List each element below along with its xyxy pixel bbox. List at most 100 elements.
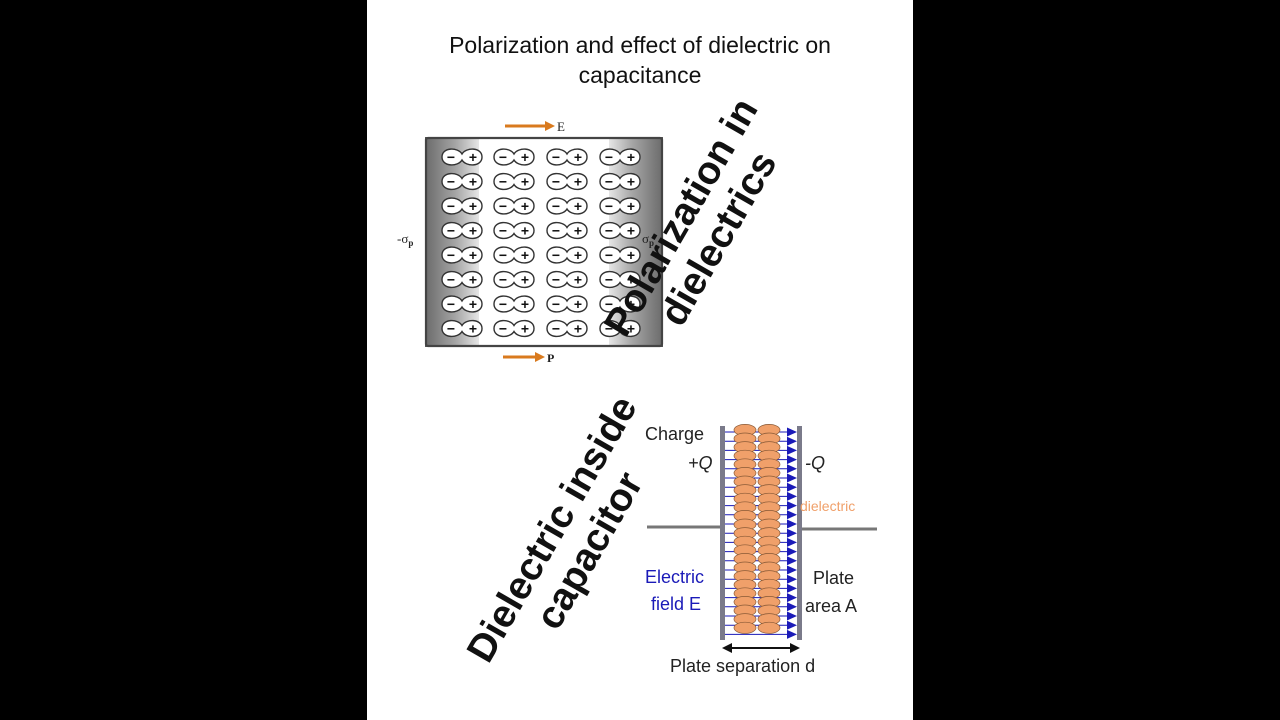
plus-sign: + (521, 247, 529, 263)
dipole: −+ (493, 172, 535, 191)
field-arrowhead (787, 510, 797, 520)
separation-label: Plate separation d (670, 656, 815, 676)
dipole: −+ (599, 319, 641, 338)
plus-sign: + (627, 223, 635, 239)
dipole: −+ (546, 197, 588, 215)
plus-sign: + (574, 174, 582, 190)
dipole: −+ (441, 148, 483, 166)
field-arrowhead (787, 611, 797, 621)
dipole: −+ (546, 172, 588, 191)
dipole: −+ (493, 246, 535, 264)
field-arrowhead (787, 436, 797, 446)
plus-sign: + (574, 296, 582, 312)
plate-area-line1: Plate (813, 568, 854, 588)
dipole: −+ (599, 148, 641, 166)
plus-sign: + (469, 174, 477, 190)
field-arrowhead (787, 565, 797, 575)
plus-sign: + (469, 272, 477, 288)
right-plate (797, 426, 802, 640)
minus-sign: − (447, 174, 455, 190)
dipole: −+ (599, 221, 641, 240)
field-arrowhead (787, 455, 797, 465)
field-arrowhead (787, 556, 797, 566)
polarization-label: P (547, 351, 554, 365)
dipole: −+ (441, 270, 483, 289)
dipole: −+ (546, 148, 588, 166)
dipole: −+ (599, 295, 641, 313)
field-arrowhead (787, 464, 797, 474)
field-arrowhead (787, 501, 797, 511)
minus-sign: − (605, 321, 613, 337)
plus-sign: + (521, 149, 529, 165)
minus-sign: − (552, 223, 560, 239)
dipole: −+ (599, 270, 641, 289)
dipole: −+ (493, 295, 535, 313)
minus-sign: − (447, 198, 455, 214)
content-panel: Polarization and effect of dielectric on… (367, 0, 913, 720)
polarization-diagram: E −+−+−+−+−+−+−+−+−+−+−+−+−+−+−+−+−+−+−+… (397, 119, 664, 365)
minus-sign: − (447, 272, 455, 288)
field-label-line2: field E (651, 594, 701, 614)
dipole: −+ (546, 246, 588, 264)
minus-sign: − (447, 149, 455, 165)
field-arrowhead (787, 519, 797, 529)
minus-sign: − (605, 174, 613, 190)
plus-sign: + (627, 247, 635, 263)
separation-arrow-left-head (722, 643, 732, 653)
dipole: −+ (441, 319, 483, 338)
plus-sign: + (521, 174, 529, 190)
plus-sign: + (469, 223, 477, 239)
page-title: Polarization and effect of dielectric on… (367, 30, 913, 90)
right-charge-label: σp (642, 231, 654, 248)
dipole: −+ (599, 246, 641, 264)
minus-sign: − (447, 321, 455, 337)
minus-sign: − (499, 149, 507, 165)
minus-sign: − (552, 198, 560, 214)
plus-sign: + (627, 272, 635, 288)
dielectric-molecule (733, 621, 757, 634)
plus-sign: + (521, 198, 529, 214)
field-arrowhead (787, 620, 797, 630)
polarization-arrow-head (535, 352, 545, 362)
field-arrowhead (787, 427, 797, 437)
field-label-line1: Electric (645, 567, 704, 587)
minus-sign: − (605, 149, 613, 165)
dipole: −+ (493, 148, 535, 166)
dielectric-molecule (757, 621, 781, 634)
minus-sign: − (605, 272, 613, 288)
dipole: −+ (441, 221, 483, 240)
minus-sign: − (605, 198, 613, 214)
dipole: −+ (493, 270, 535, 289)
plus-sign: + (574, 247, 582, 263)
plus-sign: + (627, 296, 635, 312)
field-arrowhead (787, 593, 797, 603)
plus-sign: + (469, 321, 477, 337)
dipole: −+ (493, 221, 535, 240)
minus-sign: − (499, 296, 507, 312)
field-label: E (557, 119, 565, 134)
dipole: −+ (546, 295, 588, 313)
field-arrowhead (787, 583, 797, 593)
field-arrowhead (787, 445, 797, 455)
dielectric-label: dielectric (800, 498, 855, 514)
dipole: −+ (441, 246, 483, 264)
plus-sign: + (521, 272, 529, 288)
dipole: −+ (441, 197, 483, 215)
field-arrowhead (787, 491, 797, 501)
plus-sign: + (627, 174, 635, 190)
plus-sign: + (627, 149, 635, 165)
dipole: −+ (546, 319, 588, 338)
plus-sign: + (627, 198, 635, 214)
plus-sign: + (469, 149, 477, 165)
dielectric-border (424, 136, 664, 348)
negative-charge-label: -Q (805, 453, 825, 473)
minus-sign: − (552, 272, 560, 288)
minus-sign: − (499, 247, 507, 263)
minus-sign: − (552, 321, 560, 337)
plate-area-line2: area A (805, 596, 857, 616)
minus-sign: − (552, 296, 560, 312)
minus-sign: − (605, 223, 613, 239)
page-title-line1: Polarization and effect of dielectric on (449, 32, 831, 58)
field-arrowhead (787, 547, 797, 557)
minus-sign: − (499, 321, 507, 337)
